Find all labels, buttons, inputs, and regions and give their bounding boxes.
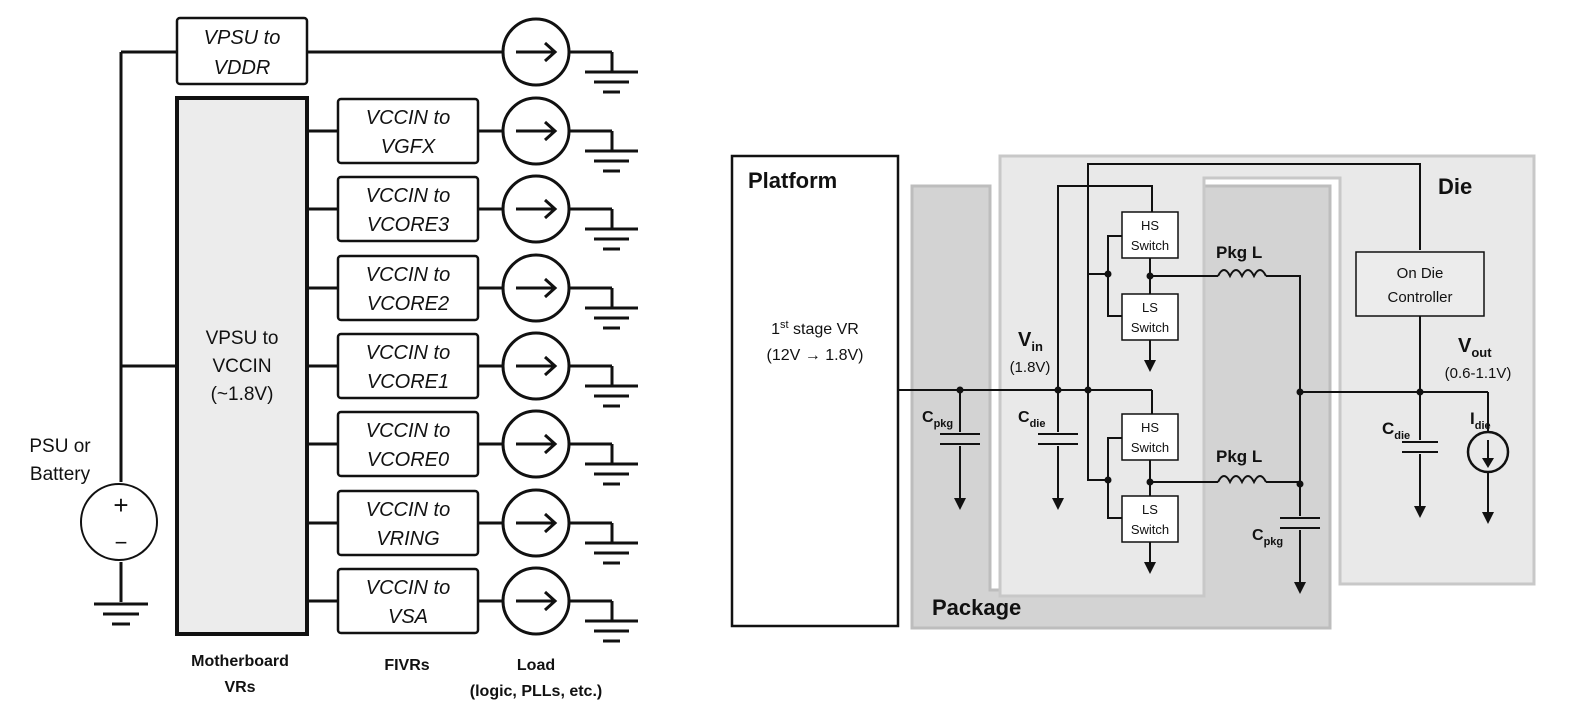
pkg-inductor-lower <box>1217 392 1304 516</box>
hs-upper-line1: HS <box>1141 218 1159 233</box>
controller-feed-wire <box>1087 163 1421 390</box>
psu-source-circle <box>80 483 158 561</box>
cdie-vout-label: Cdie <box>1382 419 1410 442</box>
psu-minus: − <box>115 530 128 555</box>
fivr-row: VCCIN to VCORE3 <box>307 174 638 251</box>
vin-value: (1.8V) <box>1010 359 1051 376</box>
hs-lower-line2: Switch <box>1131 440 1169 455</box>
load-arrow-head <box>543 433 558 455</box>
controller-line1: On Die <box>1397 265 1444 282</box>
fivr-label-line2: VCORE1 <box>367 371 449 393</box>
cpkg-left-capacitor <box>940 386 980 510</box>
fivr-label-line2: VCORE0 <box>367 449 449 471</box>
fivr-label-line1: VCCIN to <box>366 185 450 207</box>
fivr-label-line2: VRING <box>376 528 439 550</box>
cdie-vout-capacitor <box>1402 392 1438 518</box>
fivr-label-line1: VCCIN to <box>366 107 450 129</box>
fivr-label-line2: VGFX <box>381 136 436 158</box>
fivr-row: VCCIN to VGFX <box>307 96 638 173</box>
fivr-label-line1: VCCIN to <box>366 499 450 521</box>
cpkg-left-label: Cpkg <box>922 409 953 430</box>
hs-upper-line2: Switch <box>1131 238 1169 253</box>
fivr-row: VCCIN to VCORE1 <box>307 331 638 408</box>
fivr-label-line1: VCCIN to <box>366 420 450 442</box>
pkg-l-upper-label: Pkg L <box>1216 243 1262 262</box>
vout-label: Vout <box>1458 335 1492 360</box>
cpkg-right-label: Cpkg <box>1252 527 1283 548</box>
idie-current-source <box>1466 392 1510 524</box>
vpsu-to-vccin-box <box>175 96 309 636</box>
fivr-label-line1: VCCIN to <box>366 342 450 364</box>
fivr-label-line2: VSA <box>388 606 428 628</box>
package-label: Package <box>932 595 1021 620</box>
ls-upper-line1: LS <box>1142 300 1158 315</box>
hs-lower-line1: HS <box>1141 420 1159 435</box>
vccin-line1: VPSU to <box>206 328 279 349</box>
left-diagram: + − PSU or Battery VPSU to VDDR VPSU to … <box>29 16 638 700</box>
fivr-label-line2: VCORE3 <box>367 214 449 236</box>
vout-value: (0.6-1.1V) <box>1445 365 1512 382</box>
load-arrow-head <box>543 198 558 220</box>
load-arrow-head <box>543 277 558 299</box>
fivr-label-line1: VCCIN to <box>366 577 450 599</box>
idie-label: Idie <box>1470 409 1491 432</box>
stage-vr-line2: (12V → 1.8V) <box>767 347 864 364</box>
footer-fivrs: FIVRs <box>384 657 429 674</box>
vccin-line3: (~1.8V) <box>211 384 274 405</box>
platform-title: Platform <box>748 168 837 193</box>
vin-label: Vin <box>1018 329 1043 354</box>
upper-switch-pair <box>1088 211 1218 372</box>
vddr-line2: VDDR <box>214 57 271 79</box>
stage-vr-line1: 1st stage VR <box>771 319 859 338</box>
lower-switch-pair <box>1084 386 1218 574</box>
psu-ground-icon <box>94 602 148 626</box>
right-diagram: Platform 1st stage VR (12V → 1.8V) Packa… <box>730 154 1536 630</box>
platform-box <box>730 154 900 628</box>
vccin-line2: VCCIN <box>212 356 271 377</box>
cdie-vin-capacitor <box>1038 386 1078 510</box>
fivr-row: VCCIN to VCORE0 <box>307 409 638 486</box>
vddr-line1: VPSU to <box>204 27 281 49</box>
psu-plus: + <box>113 490 128 520</box>
load-source-vddr <box>501 17 638 94</box>
fivr-label-line2: VCORE2 <box>367 293 449 315</box>
vin-top-wire <box>1057 185 1153 390</box>
footer-load-line1: Load <box>517 657 555 674</box>
cdie-vin-label: Cdie <box>1018 409 1045 430</box>
fivr-row: VCCIN to VSA <box>307 566 638 643</box>
footer-motherboard-line2: VRs <box>224 679 255 696</box>
ls-lower-line1: LS <box>1142 502 1158 517</box>
load-arrow-head <box>543 120 558 142</box>
ls-lower-line2: Switch <box>1131 522 1169 537</box>
load-arrow-head <box>543 355 558 377</box>
die-label: Die <box>1438 174 1472 199</box>
pkg-l-lower-label: Pkg L <box>1216 447 1262 466</box>
on-die-controller-box <box>1355 251 1485 317</box>
psu-label-line1: PSU or <box>29 436 91 457</box>
psu-label-line2: Battery <box>30 464 91 485</box>
cpkg-right-capacitor <box>1280 517 1320 594</box>
controller-line2: Controller <box>1387 289 1452 306</box>
ls-upper-line2: Switch <box>1131 320 1169 335</box>
footer-motherboard-line1: Motherboard <box>191 653 289 670</box>
load-arrow-head <box>543 590 558 612</box>
hs-switch-upper <box>1121 211 1179 259</box>
load-arrow-head <box>543 512 558 534</box>
fivr-row: VCCIN to VRING <box>307 488 638 565</box>
footer-load-line2: (logic, PLLs, etc.) <box>470 683 602 700</box>
fivr-row: VCCIN to VCORE2 <box>307 253 638 330</box>
ls-switch-lower <box>1121 495 1179 543</box>
fivr-label-line1: VCCIN to <box>366 264 450 286</box>
